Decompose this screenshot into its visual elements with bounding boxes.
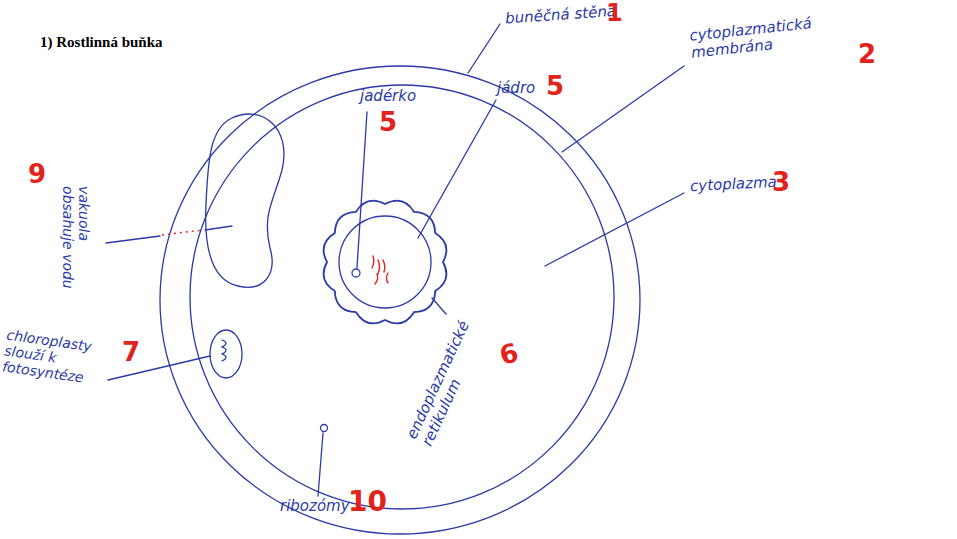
leader-line [318,433,323,496]
leader-line [468,24,500,73]
leader-line [106,236,160,243]
callout-number: 1 [606,0,623,28]
cell-membrane-outline [190,85,614,509]
part-label: ribozómy [280,498,350,515]
leader-line [357,112,367,268]
ribosome [321,425,328,432]
nucleolus [352,269,360,277]
callout-number: 2 [858,40,876,70]
part-label: jadérko [360,88,416,105]
chromatin-strands [372,256,388,284]
chloroplast-outline [210,330,242,378]
part-label: chloroplasty slouží k fotosyntéze [1,327,117,390]
vacuole-outline [206,114,284,287]
part-label: vakuola obsahuje vodu [60,186,92,306]
part-label: cytoplazma [690,174,778,196]
callout-number: 3 [772,168,790,198]
chloroplast-thylakoids [222,340,226,361]
leader-line [562,66,684,152]
callout-number: 6 [496,338,521,372]
part-label: cytoplazmatická membrána [689,12,842,62]
leader-line-dotted [162,230,203,235]
callout-number: 7 [122,338,140,368]
callout-number: 5 [546,72,564,102]
callout-number: 5 [379,108,397,138]
nucleus-outline [339,216,431,308]
diagram-title: 1) Rostlinná buňka [40,34,163,51]
leader-line [205,226,232,230]
leader-line [432,298,446,314]
chromatin [372,256,388,284]
part-label: endoplazmatické retikulum [403,321,487,449]
leader-line [418,100,496,238]
cell-wall-outline [160,66,640,534]
part-label: jádro [497,80,535,97]
callout-number: 10 [348,486,387,518]
callout-number: 9 [28,160,46,190]
leader-line [545,193,684,266]
